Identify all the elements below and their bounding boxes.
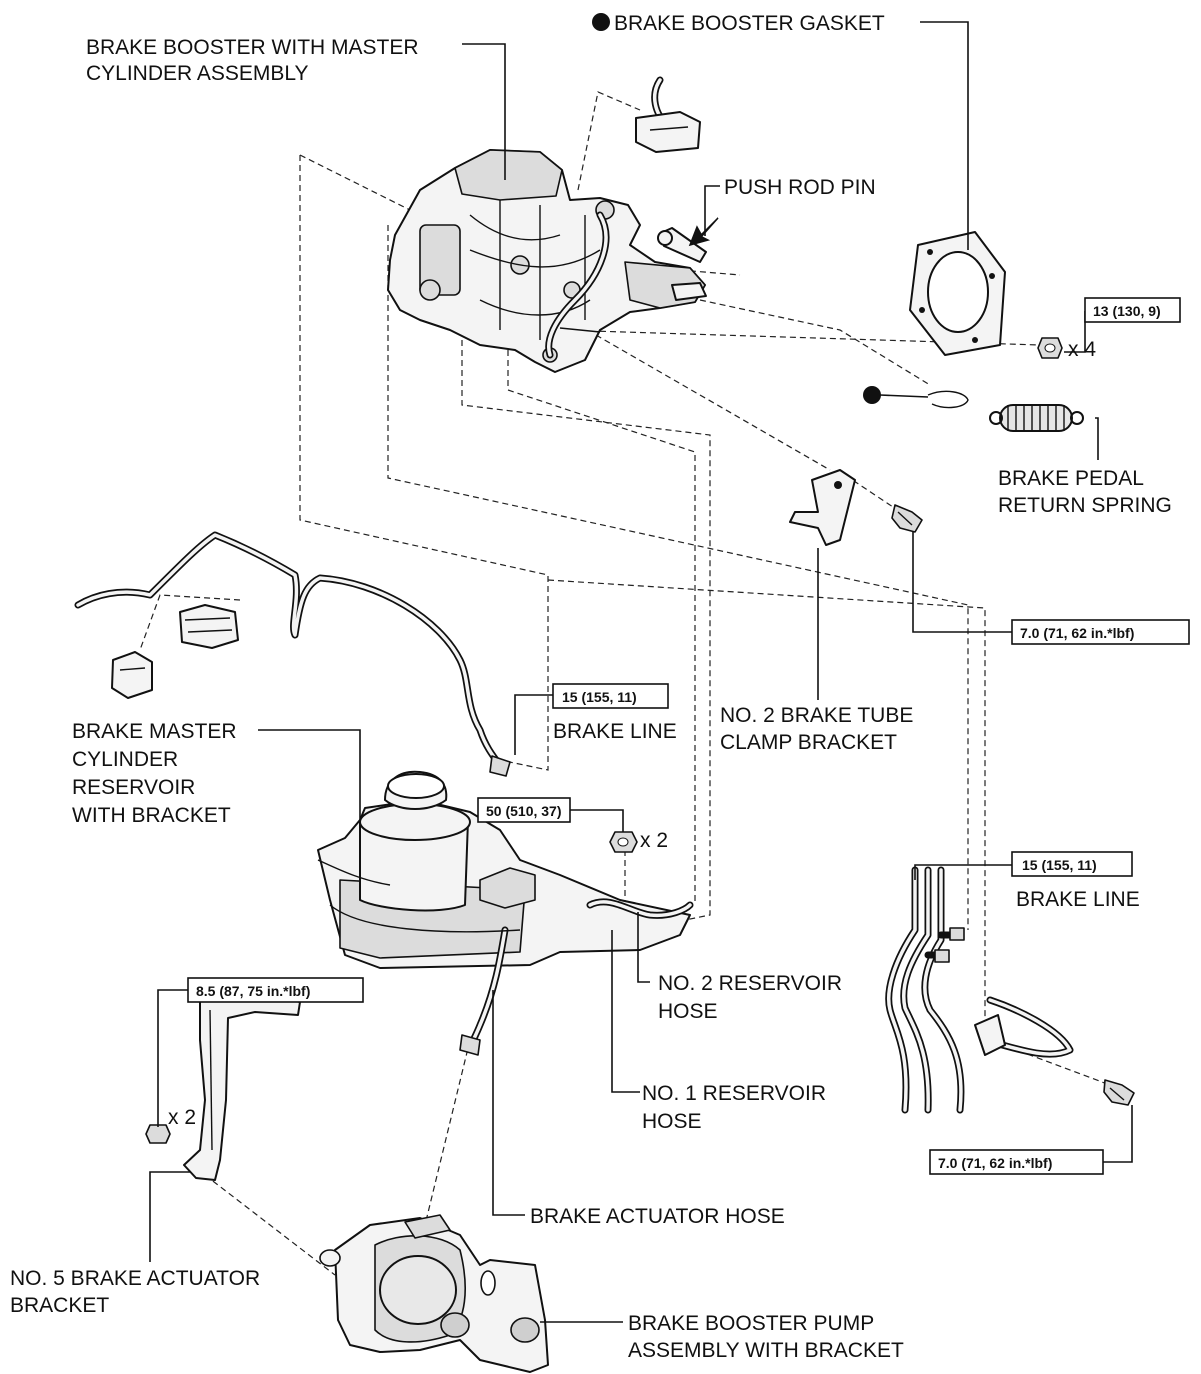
brake-line-clip-lower [111, 651, 153, 699]
torque-box-actuator-nut [187, 977, 364, 1003]
clamp-bolt [891, 504, 923, 533]
connector-upper [635, 76, 701, 153]
right-bolt [1103, 1079, 1135, 1106]
torque-line-upper: 15 (155, 11) [562, 689, 637, 705]
brake-booster-master-cylinder [387, 149, 707, 373]
leader-lines [149, 21, 1133, 1323]
push-rod-pin [657, 227, 707, 263]
label-pedal-return-spring-1: BRAKE PEDAL [998, 467, 1144, 490]
torque-right-bolt: 7.0 (71, 62 in.*lbf) [938, 1155, 1052, 1171]
torque-reservoir-nut: 50 (510, 37) [486, 803, 562, 819]
label-booster-master-2: CYLINDER ASSEMBLY [86, 62, 309, 85]
label-reservoir-4: WITH BRACKET [72, 804, 231, 827]
torque-line-right: 15 (155, 11) [1022, 857, 1097, 873]
label-reservoir-1: BRAKE MASTER [72, 720, 237, 743]
torque-box-reservoir-nut [477, 797, 571, 823]
label-no1-reservoir-hose-2: HOSE [642, 1110, 702, 1133]
label-actuator-hose: BRAKE ACTUATOR HOSE [530, 1205, 785, 1228]
torque-gasket-nut: 13 (130, 9) [1093, 303, 1161, 319]
label-no2-reservoir-hose-1: NO. 2 RESERVOIR [658, 972, 842, 995]
brake-booster-pump-assembly [319, 1214, 549, 1373]
torque-box-line-right [1011, 851, 1133, 877]
brake-line-right [885, 866, 1074, 1114]
label-reservoir-2: CYLINDER [72, 748, 178, 771]
torque-box-clamp-bolt [1011, 619, 1190, 645]
label-brake-line-upper: BRAKE LINE [553, 720, 677, 743]
qty-gasket-nut: x 4 [1068, 338, 1096, 361]
label-actuator-bracket-1: NO. 5 BRAKE ACTUATOR [10, 1267, 260, 1290]
reservoir-with-bracket [317, 770, 694, 1056]
arrow-icon [688, 217, 719, 247]
torque-clamp-bolt: 7.0 (71, 62 in.*lbf) [1020, 625, 1134, 641]
brake-line-clip-left [179, 604, 239, 649]
torque-box-right-bolt [929, 1149, 1104, 1175]
reservoir-nut [609, 831, 638, 853]
qty-actuator-nut: x 2 [168, 1106, 196, 1129]
torque-actuator-nut: 8.5 (87, 75 in.*lbf) [196, 983, 310, 999]
label-tube-clamp-bracket-1: NO. 2 BRAKE TUBE [720, 704, 913, 727]
label-brake-line-right: BRAKE LINE [1016, 888, 1140, 911]
filled-circle-icon [863, 386, 881, 404]
alignment-lines [139, 91, 1111, 1276]
brake-booster-gasket [909, 231, 1006, 356]
label-no1-reservoir-hose-1: NO. 1 RESERVOIR [642, 1082, 826, 1105]
label-reservoir-3: RESERVOIR [72, 776, 195, 799]
brake-line-upper [74, 531, 511, 777]
torque-box-line-upper [552, 683, 669, 709]
label-tube-clamp-bracket-2: CLAMP BRACKET [720, 731, 897, 754]
qty-reservoir-nut: x 2 [640, 829, 668, 852]
brake-pedal-clip [879, 390, 969, 409]
brake-pedal-return-spring [989, 404, 1084, 432]
label-booster-master-1: BRAKE BOOSTER WITH MASTER [86, 36, 419, 59]
label-pump-assembly-2: ASSEMBLY WITH BRACKET [628, 1339, 904, 1362]
label-actuator-bracket-2: BRACKET [10, 1294, 109, 1317]
label-no2-reservoir-hose-2: HOSE [658, 1000, 718, 1023]
label-push-rod-pin: PUSH ROD PIN [724, 176, 876, 199]
filled-circle-icon [592, 13, 610, 31]
label-brake-booster-gasket: BRAKE BOOSTER GASKET [614, 12, 885, 35]
actuator-nut [145, 1124, 171, 1144]
no5-brake-actuator-bracket [183, 987, 301, 1181]
label-pedal-return-spring-2: RETURN SPRING [998, 494, 1172, 517]
gasket-nut [1037, 337, 1063, 359]
no2-brake-tube-clamp-bracket [789, 469, 856, 546]
torque-box-gasket-nut [1084, 297, 1181, 323]
label-pump-assembly-1: BRAKE BOOSTER PUMP [628, 1312, 874, 1335]
